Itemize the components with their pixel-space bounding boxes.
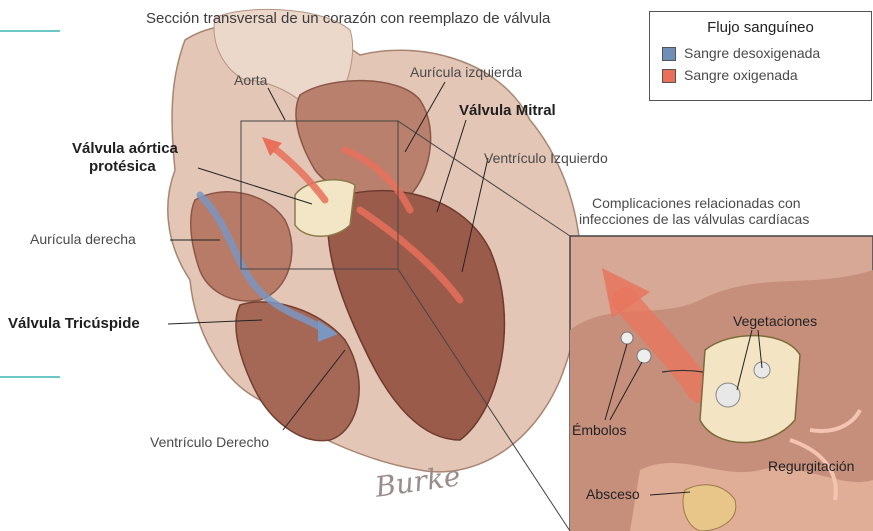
- accent-line-top: [0, 30, 60, 32]
- legend-title: Flujo sanguíneo: [650, 19, 871, 36]
- label-valvula-aortica-1: Válvula aórtica: [72, 140, 178, 157]
- legend-label-deoxygenated: Sangre desoxigenada: [684, 45, 820, 61]
- label-absceso: Absceso: [586, 486, 640, 502]
- embolus-2: [637, 349, 651, 363]
- label-embolos: Émbolos: [572, 422, 626, 438]
- embolus-1: [621, 332, 633, 344]
- inset-title-2: infecciones de las válvulas cardíacas: [579, 211, 809, 227]
- label-valvula-aortica-2: protésica: [89, 158, 156, 175]
- label-ventriculo-derecho: Ventrículo Derecho: [150, 434, 269, 450]
- label-ventriculo-izquierdo: Ventrículo Izquierdo: [484, 150, 608, 166]
- label-regurgitacion: Regurgitación: [768, 458, 854, 474]
- label-aorta: Aorta: [234, 72, 267, 88]
- label-auricula-izquierda: Aurícula izquierda: [410, 64, 522, 80]
- diagram-title: Sección transversal de un corazón con re…: [146, 10, 550, 27]
- accent-line-bottom: [0, 376, 60, 378]
- inset-valve: [700, 336, 800, 443]
- label-auricula-derecha: Aurícula derecha: [30, 231, 136, 247]
- legend-swatch-deoxygenated: [662, 47, 676, 61]
- legend-label-oxygenated: Sangre oxigenada: [684, 67, 798, 83]
- label-valvula-mitral: Válvula Mitral: [459, 102, 556, 119]
- label-valvula-tricuspide: Válvula Tricúspide: [8, 315, 140, 332]
- prosthetic-aortic-valve: [295, 180, 355, 236]
- legend-box: Flujo sanguíneo Sangre desoxigenada Sang…: [649, 11, 872, 101]
- inset-title-1: Complicaciones relacionadas con: [592, 195, 801, 211]
- legend-swatch-oxygenated: [662, 69, 676, 83]
- label-vegetaciones: Vegetaciones: [733, 313, 817, 329]
